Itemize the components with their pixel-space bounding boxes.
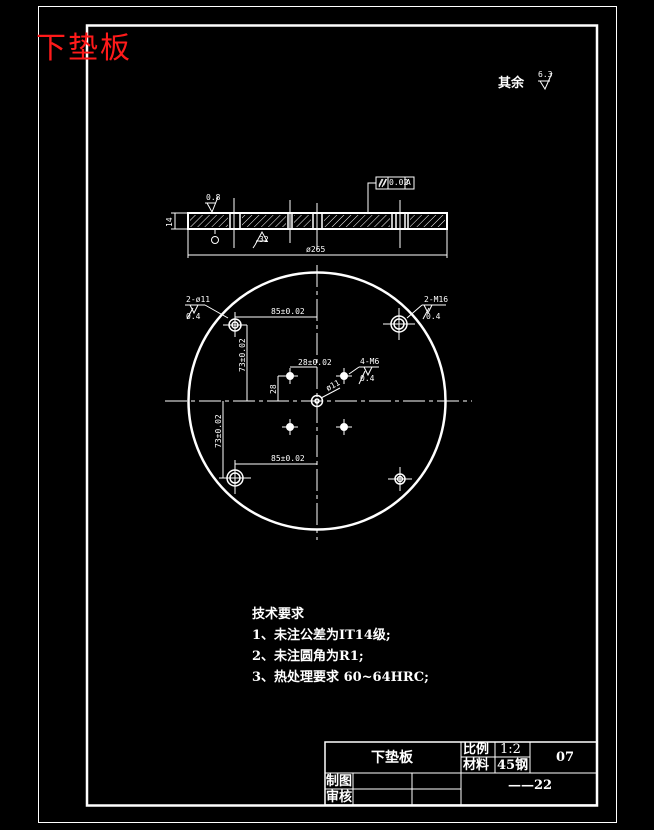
drawing-title-overlay: 下垫板 xyxy=(36,31,132,66)
top-roughness-value: 0.8 xyxy=(206,193,221,202)
bottom-roughness-value: 32 xyxy=(259,235,269,244)
center-hole-d11 xyxy=(310,394,324,408)
dim-small-horizontal: 28±0.02 xyxy=(298,358,332,367)
callout-2-m16: 2-M16 xyxy=(424,295,449,304)
title-block-drawn-by-label: 制图 xyxy=(326,774,353,789)
thickness-dimension: 14 xyxy=(165,217,174,227)
title-block-material-label: 材料 xyxy=(463,758,490,773)
parallelism-symbol: // xyxy=(378,178,388,187)
roughness-symbol-icon xyxy=(538,72,553,91)
tech-req-heading: 技术要求 xyxy=(252,607,305,622)
parallelism-value: 0.02 xyxy=(389,178,409,187)
tech-req-item: 2、未注圆角为R1; xyxy=(252,649,364,664)
callout-4-m6: 4-M6 xyxy=(360,357,380,366)
title-block-scale-label: 比例 xyxy=(463,742,490,757)
inner-frame-border xyxy=(85,24,599,807)
general-roughness-value: 6.3 xyxy=(538,70,553,79)
title-block-sheet-number: 07 xyxy=(556,750,575,765)
title-block-material-value: 45钢 xyxy=(497,758,529,773)
diameter-dimension: ø265 xyxy=(306,245,326,254)
hole-2-m16-bottom-right xyxy=(388,467,412,491)
parallelism-datum: A xyxy=(406,178,411,187)
outer-sheet-border xyxy=(38,6,617,823)
tech-req-item: 1、未注公差为IT14级; xyxy=(252,628,391,643)
title-block-scale-value: 1:2 xyxy=(500,742,521,757)
plan-view xyxy=(165,265,472,540)
dim-top-horizontal: 85±0.02 xyxy=(271,307,305,316)
callout-2-d11-roughness: 0.4 xyxy=(186,312,201,321)
title-block-drawing-code: ——22 xyxy=(508,778,553,793)
callout-2-m16-roughness: 0.4 xyxy=(426,312,441,321)
general-roughness-note: 其余 xyxy=(498,72,524,91)
technical-requirements: 技术要求 1、未注公差为IT14级; 2、未注圆角为R1; 3、热处理要求 60… xyxy=(252,604,429,688)
dim-left-vertical-bottom: 73±0.02 xyxy=(214,414,223,448)
roughness-note-label: 其余 xyxy=(498,76,525,91)
dim-left-vertical-top: 73±0.02 xyxy=(238,338,247,372)
section-view xyxy=(171,176,448,258)
callout-4-m6-roughness: 0.4 xyxy=(360,374,375,383)
title-block-part-name: 下垫板 xyxy=(371,750,413,766)
hole-2-m16-top-right xyxy=(383,308,415,340)
title-block xyxy=(324,741,598,806)
title-block-checked-by-label: 审核 xyxy=(326,790,353,805)
callout-2-d11: 2-ø11 xyxy=(186,295,211,304)
dim-small-vertical: 28 xyxy=(269,384,278,394)
tech-req-item: 3、热处理要求 60~64HRC; xyxy=(252,670,429,685)
dim-bottom-horizontal: 85±0.02 xyxy=(271,454,305,463)
